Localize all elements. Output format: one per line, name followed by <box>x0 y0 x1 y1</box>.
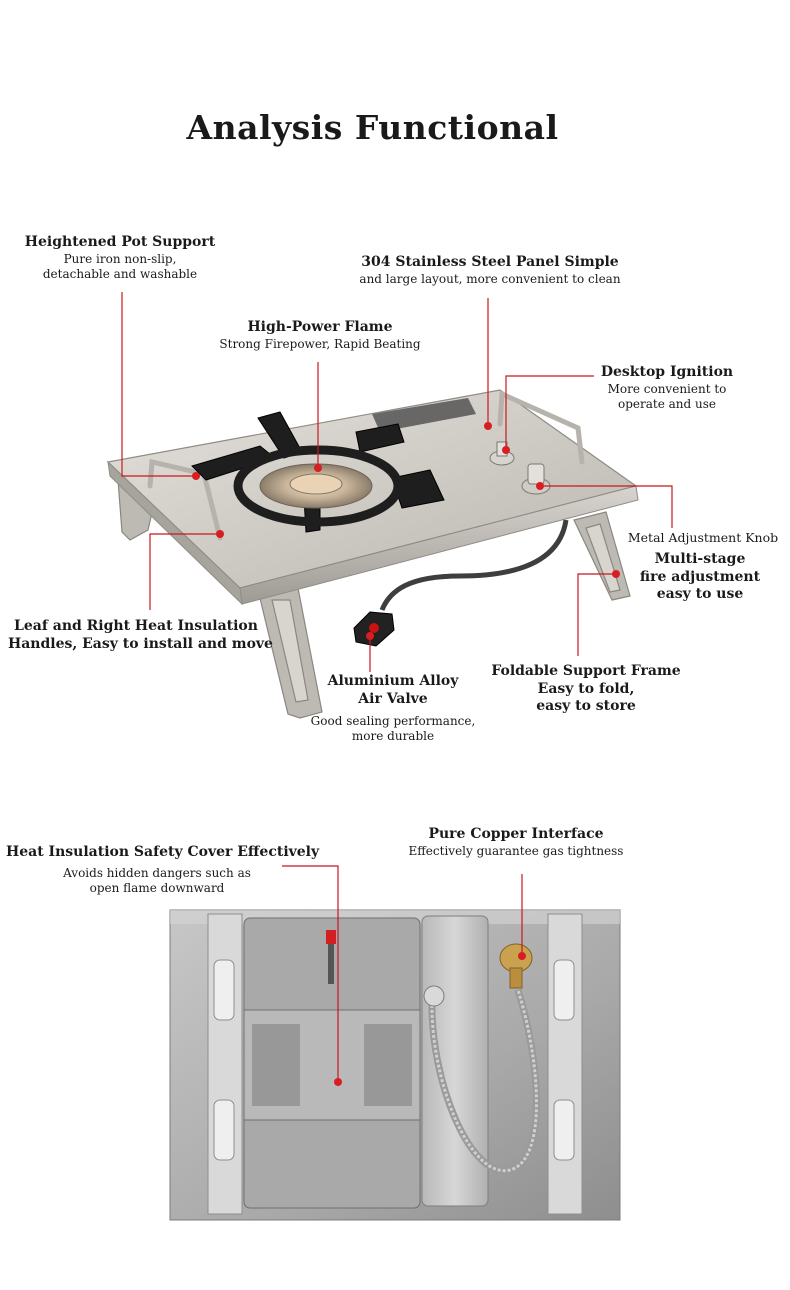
callout-valve: Aluminium Alloy Air Valve Good sealing p… <box>300 673 486 744</box>
callout-panel: 304 Stainless Steel Panel Simple and lar… <box>340 254 640 287</box>
callout-line: Strong Firepower, Rapid Beating <box>219 336 421 351</box>
callout-flame: High-Power Flame Strong Firepower, Rapid… <box>205 319 435 352</box>
callout-dots <box>192 422 620 1086</box>
callout-title: 304 Stainless Steel Panel Simple <box>361 254 619 270</box>
callout-title: Desktop Ignition <box>600 364 734 380</box>
callout-title: Foldable Support Frame <box>491 663 681 679</box>
callout-knob: Metal Adjustment Knob <box>620 530 786 546</box>
callout-line: easy to store <box>536 698 636 714</box>
callout-title: Air Valve <box>358 690 428 707</box>
callout-line: Avoids hidden dangers such as <box>63 865 251 880</box>
callout-line: more durable <box>351 729 435 743</box>
callout-handles: Leaf and Right Heat Insulation Handles, … <box>8 618 273 653</box>
callout-title: Pure Copper Interface <box>428 826 604 842</box>
callout-title: Heightened Pot Support <box>24 234 216 250</box>
callout-line: Pure iron non-slip, <box>63 251 177 266</box>
pot-support <box>191 411 445 533</box>
callout-pot-support: Heightened Pot Support Pure iron non-sli… <box>20 234 220 282</box>
callout-line: Handles, Easy to install and move <box>8 635 273 652</box>
callout-title: High-Power Flame <box>247 319 393 335</box>
callout-frame: Foldable Support Frame Easy to fold, eas… <box>488 663 684 716</box>
callout-line: easy to use <box>656 586 744 602</box>
callout-line: detachable and washable <box>42 266 198 281</box>
callout-cover: Heat Insulation Safety Cover Effectively… <box>6 844 320 896</box>
callout-line: Effectively guarantee gas tightness <box>408 843 624 858</box>
page-title: Analysis Functional <box>186 108 559 147</box>
callout-lines <box>121 292 673 1082</box>
callout-ignition: Desktop Ignition More convenient to oper… <box>596 364 738 412</box>
callout-line: Good sealing performance, <box>310 714 476 728</box>
callout-line: and large layout, more convenient to cle… <box>359 271 621 286</box>
callout-line: fire adjustment <box>639 568 761 585</box>
callout-line: Leaf and Right Heat Insulation <box>14 618 258 634</box>
callout-title: Heat Insulation Safety Cover Effectively <box>6 844 320 860</box>
callout-multistage: Multi-stage fire adjustment easy to use <box>630 551 770 604</box>
callout-line: Easy to fold, <box>537 680 635 697</box>
callout-line: Multi-stage <box>654 551 746 567</box>
callout-title: Aluminium Alloy <box>327 673 459 689</box>
callout-line: open flame downward <box>89 880 225 895</box>
callout-copper: Pure Copper Interface Effectively guaran… <box>396 826 636 859</box>
callout-line: operate and use <box>617 396 716 411</box>
callout-title: Metal Adjustment Knob <box>627 530 779 545</box>
callout-line: More convenient to <box>607 381 727 396</box>
